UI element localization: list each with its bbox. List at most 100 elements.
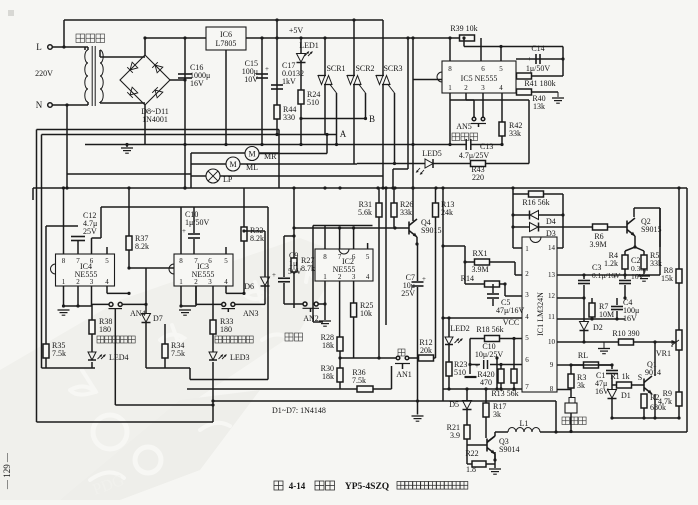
svg-text:2: 2 [194, 278, 198, 286]
svg-text:C13: C13 [480, 142, 493, 151]
svg-text:+: + [182, 227, 186, 235]
svg-text:5: 5 [224, 257, 228, 265]
svg-text:R16 56k: R16 56k [522, 198, 549, 207]
svg-text:ML: ML [246, 163, 258, 172]
svg-text:8.2k: 8.2k [250, 234, 264, 243]
svg-text:10M: 10M [599, 310, 614, 319]
svg-text:2: 2 [464, 84, 468, 92]
svg-text:Q4: Q4 [421, 218, 431, 227]
svg-text:AN5: AN5 [456, 122, 472, 131]
svg-text:470: 470 [480, 378, 492, 387]
svg-text:16V: 16V [623, 314, 637, 323]
svg-text:R8: R8 [664, 266, 673, 275]
svg-text:R25: R25 [360, 301, 373, 310]
svg-text:C5: C5 [501, 298, 510, 307]
svg-text:18k: 18k [322, 341, 334, 350]
svg-text:100μ: 100μ [242, 67, 258, 76]
svg-text:4: 4 [366, 273, 370, 281]
svg-text:R44: R44 [283, 105, 296, 114]
svg-text:100μ: 100μ [623, 306, 639, 315]
svg-text:47μ: 47μ [595, 379, 607, 388]
svg-text:16V: 16V [631, 272, 645, 281]
svg-text:33k: 33k [650, 259, 662, 268]
svg-text:L: L [36, 42, 42, 52]
svg-text:R31: R31 [359, 200, 372, 209]
svg-text:NE555: NE555 [75, 270, 98, 279]
svg-text:R27: R27 [301, 256, 314, 265]
svg-text:R18 56k: R18 56k [476, 325, 503, 334]
svg-text:D1: D1 [621, 391, 631, 400]
svg-text:+: + [272, 271, 276, 279]
svg-text:AN3: AN3 [243, 309, 259, 318]
svg-text:L1: L1 [520, 419, 529, 428]
svg-text:10k: 10k [360, 309, 372, 318]
svg-text:10μ: 10μ [403, 281, 415, 290]
svg-text:IC3: IC3 [197, 262, 209, 271]
svg-text:S9015: S9015 [421, 226, 441, 235]
svg-text:6: 6 [90, 257, 94, 265]
svg-text:SCR1: SCR1 [326, 64, 345, 73]
svg-text:5: 5 [105, 257, 109, 265]
svg-text:YP5-4SZQ: YP5-4SZQ [345, 482, 389, 492]
svg-text:C15: C15 [245, 59, 258, 68]
svg-text:13k: 13k [533, 102, 545, 111]
svg-text:IC1 LM324N: IC1 LM324N [536, 292, 545, 336]
svg-text:C10: C10 [185, 210, 198, 219]
svg-text:1: 1 [323, 273, 327, 281]
svg-text:3.9M: 3.9M [471, 265, 488, 274]
svg-text:510: 510 [307, 98, 319, 107]
svg-text:R34: R34 [171, 341, 184, 350]
svg-text:D3: D3 [546, 229, 556, 238]
svg-text:10: 10 [548, 338, 556, 346]
svg-text:NE555: NE555 [192, 270, 215, 279]
svg-text:33k: 33k [400, 208, 412, 217]
svg-text:18k: 18k [322, 372, 334, 381]
svg-text:12: 12 [548, 292, 556, 300]
svg-text:R42: R42 [509, 121, 522, 130]
svg-text:0.1μ/16V: 0.1μ/16V [592, 271, 621, 280]
svg-text:20k: 20k [420, 346, 432, 355]
svg-text:220V: 220V [35, 69, 53, 78]
svg-text:RL: RL [578, 351, 588, 360]
svg-text:7.5k: 7.5k [171, 349, 185, 358]
svg-text:1μ: 1μ [289, 259, 297, 268]
svg-text:R35: R35 [52, 341, 65, 350]
svg-text:C2: C2 [631, 256, 640, 265]
svg-text:25V: 25V [401, 289, 415, 298]
svg-text:+: + [422, 275, 426, 283]
svg-text:R1 1k: R1 1k [610, 372, 629, 381]
svg-text:6: 6 [481, 65, 485, 73]
svg-text:6: 6 [352, 253, 356, 261]
svg-text:330: 330 [283, 113, 295, 122]
svg-text:5.6k: 5.6k [358, 208, 372, 217]
svg-text:M: M [248, 150, 255, 159]
svg-text:10μ/25V: 10μ/25V [475, 350, 504, 359]
svg-text:R33: R33 [220, 317, 233, 326]
svg-text:4: 4 [499, 84, 503, 92]
svg-text:R40: R40 [532, 94, 545, 103]
svg-text:R420: R420 [477, 370, 494, 379]
svg-text:4.7k: 4.7k [658, 397, 672, 406]
svg-text:8: 8 [323, 253, 327, 261]
svg-text:8: 8 [448, 65, 452, 73]
svg-text:180: 180 [99, 325, 111, 334]
svg-text:1μ/50V: 1μ/50V [185, 218, 210, 227]
svg-text:SCR3: SCR3 [383, 64, 402, 73]
svg-text:3.9M: 3.9M [589, 240, 606, 249]
svg-text:R24: R24 [307, 90, 320, 99]
svg-text:2: 2 [338, 273, 342, 281]
svg-text:IC4: IC4 [80, 262, 92, 271]
svg-text:R12: R12 [419, 338, 432, 347]
svg-text:7: 7 [76, 257, 80, 265]
svg-text:IC2: IC2 [342, 257, 354, 266]
svg-text:R4: R4 [609, 251, 618, 260]
svg-text:LED5: LED5 [422, 149, 442, 158]
svg-text:1: 1 [448, 84, 452, 92]
svg-text:R6: R6 [594, 232, 603, 241]
svg-text:8: 8 [550, 385, 554, 393]
svg-text:3: 3 [481, 84, 485, 92]
svg-text:C9: C9 [289, 251, 298, 260]
svg-text:6: 6 [525, 356, 529, 364]
svg-text:1kV: 1kV [282, 77, 296, 86]
svg-text:8: 8 [62, 257, 66, 265]
